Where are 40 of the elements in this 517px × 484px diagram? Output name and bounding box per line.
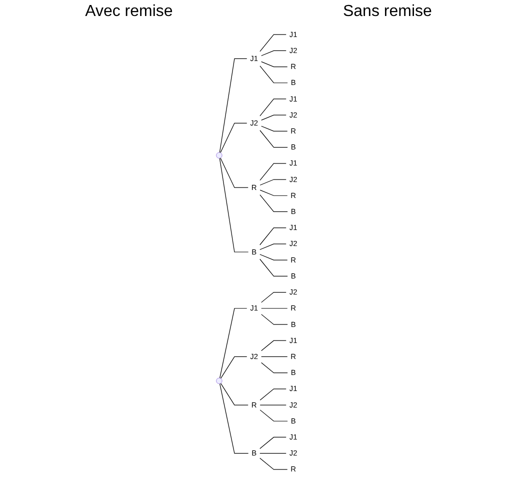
connector <box>260 244 286 250</box>
connector <box>261 126 288 132</box>
connector <box>261 292 286 303</box>
connector <box>261 50 286 56</box>
connector <box>220 383 248 406</box>
connector <box>260 458 288 470</box>
connector <box>260 254 288 260</box>
connector <box>219 58 248 153</box>
connector <box>260 163 286 181</box>
connector <box>260 453 286 454</box>
connector <box>220 383 249 454</box>
connector <box>261 340 286 352</box>
connector <box>261 114 286 120</box>
connector <box>220 308 248 378</box>
connector <box>220 356 248 379</box>
connector <box>260 404 286 406</box>
connector <box>219 158 249 252</box>
connector <box>260 410 288 422</box>
connector <box>260 130 288 148</box>
connector <box>261 61 288 68</box>
node-point <box>216 378 222 384</box>
connector <box>260 258 288 276</box>
connector <box>260 179 286 186</box>
connector <box>260 190 288 196</box>
connector <box>220 158 248 188</box>
connector <box>220 122 248 154</box>
connector <box>260 98 286 116</box>
connector <box>260 34 286 52</box>
connector <box>261 356 288 357</box>
node-point <box>216 152 222 158</box>
connector <box>260 228 286 246</box>
connector <box>260 194 288 212</box>
connector <box>260 388 286 400</box>
tree-heading: Avec remise <box>85 3 173 21</box>
connector <box>261 314 288 325</box>
connector <box>260 436 286 449</box>
connector <box>261 308 288 309</box>
tree-heading: Sans remise <box>342 3 432 21</box>
connector <box>261 362 288 374</box>
connector <box>260 66 288 84</box>
